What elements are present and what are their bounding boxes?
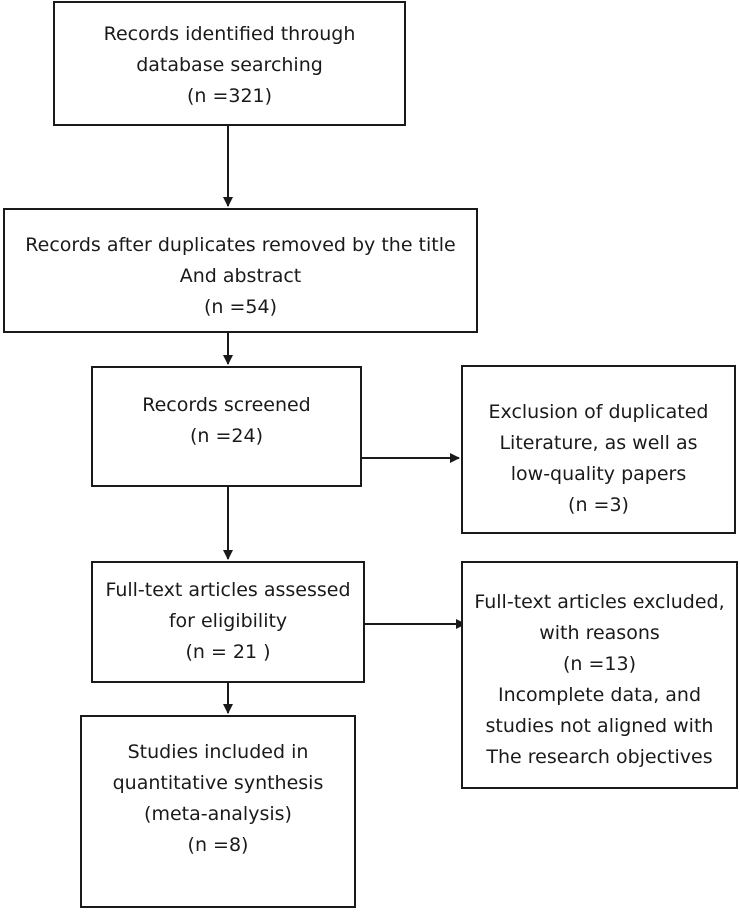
- box-count: (n =3): [568, 494, 629, 516]
- box-count: (n = 21 ): [185, 641, 271, 663]
- box-text-line: for eligibility: [168, 610, 288, 632]
- box-count: (n =13): [562, 653, 636, 675]
- box-count: (n =321): [186, 85, 273, 107]
- box-text-line: Full-text articles excluded,: [474, 591, 725, 613]
- box-text-line: Records identified through: [103, 23, 356, 45]
- box-text-line: The research objectives: [486, 746, 713, 768]
- box-records-screened: Records screened (n =24): [91, 366, 362, 487]
- box-text-line: studies not aligned with: [485, 715, 714, 737]
- box-text-line: with reasons: [539, 622, 660, 644]
- box-text-line: Incomplete data, and: [497, 684, 702, 706]
- box-text-line: database searching: [136, 54, 323, 76]
- box-records-after-duplicates: Records after duplicates removed by the …: [3, 208, 478, 333]
- box-count: (n =54): [203, 296, 277, 318]
- box-text-line: Studies included in: [127, 741, 309, 763]
- box-text-line: Literature, as well as: [499, 432, 698, 454]
- box-fulltext-excluded: Full-text articles excluded, with reason…: [461, 561, 738, 789]
- box-text-line: quantitative synthesis: [112, 772, 324, 794]
- box-text-line: Exclusion of duplicated: [488, 401, 709, 423]
- box-studies-included: Studies included in quantitative synthes…: [80, 715, 356, 908]
- box-count: (n =8): [187, 834, 249, 856]
- box-text-line: (meta-analysis): [144, 803, 292, 825]
- box-text-line: Full-text articles assessed: [105, 579, 351, 601]
- box-exclusion-duplicated: Exclusion of duplicated Literature, as w…: [461, 365, 736, 534]
- box-fulltext-assessed: Full-text articles assessed for eligibil…: [91, 561, 365, 683]
- box-text-line: Records screened: [142, 394, 311, 416]
- box-records-identified: Records identified through database sear…: [53, 1, 406, 126]
- box-count: (n =24): [189, 425, 263, 447]
- box-text-line: low-quality papers: [510, 463, 687, 485]
- box-text-line: And abstract: [179, 265, 302, 287]
- box-text-line: Records after duplicates removed by the …: [25, 234, 456, 256]
